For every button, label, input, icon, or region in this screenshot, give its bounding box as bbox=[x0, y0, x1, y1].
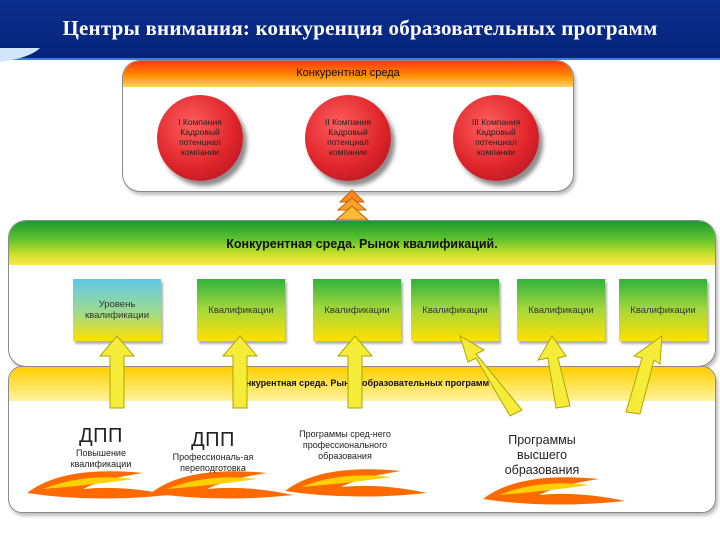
qualifications-market-header: Конкурентная среда. Рынок квалификаций. bbox=[9, 221, 715, 265]
program-1-title: ДПП bbox=[79, 425, 123, 447]
qualification-level-box: Уровень квалификации bbox=[73, 279, 161, 341]
education-programs-market-panel: Конкурентная среда. Рынок образовательны… bbox=[8, 366, 716, 513]
qualifications-market-panel: Конкурентная среда. Рынок квалификаций. … bbox=[8, 220, 716, 367]
program-2-subtitle: Профессиональ-ая переподготовка bbox=[172, 452, 254, 473]
corner-swoosh-decoration bbox=[0, 48, 40, 62]
company-3-label: III Компания Кадровый потенциал компании bbox=[471, 117, 521, 157]
program-3-subtitle: Программы сред-него профессионального об… bbox=[299, 429, 391, 461]
qualification-label-4: Квалификации bbox=[528, 304, 594, 316]
flame-shape-4 bbox=[483, 477, 625, 505]
program-dpp-retraining: ДПП Профессиональ-ая переподготовка bbox=[161, 429, 265, 474]
qualification-label-5: Квалификации bbox=[630, 304, 696, 316]
qualification-level-label: Уровень квалификации bbox=[84, 299, 150, 321]
qualification-box-4: Квалификации bbox=[517, 279, 605, 341]
qualification-box-1: Квалификации bbox=[197, 279, 285, 341]
company-3-circle: III Компания Кадровый потенциал компании bbox=[453, 95, 539, 181]
program-1-subtitle: Повышение квалификации bbox=[70, 448, 132, 469]
qualification-label-2: Квалификации bbox=[324, 304, 390, 316]
qualification-box-3: Квалификации bbox=[411, 279, 499, 341]
education-programs-market-header: Конкурентная среда. Рынок образовательны… bbox=[9, 367, 715, 401]
company-2-circle: II Компания Кадровый потенциал компании bbox=[305, 95, 391, 181]
company-2-label: II Компания Кадровый потенциал компании bbox=[325, 117, 371, 157]
flame-shape-1 bbox=[27, 471, 169, 499]
program-higher-education: Программы высшего образования bbox=[487, 433, 597, 478]
qualification-label-1: Квалификации bbox=[208, 304, 274, 316]
flame-shape-3 bbox=[285, 469, 427, 497]
company-1-label: I Компания Кадровый потенциал компании bbox=[178, 117, 222, 157]
company-1-circle: I Компания Кадровый потенциал компании bbox=[157, 95, 243, 181]
program-4-subtitle: Программы высшего образования bbox=[504, 433, 580, 477]
qualification-box-2: Квалификации bbox=[313, 279, 401, 341]
program-secondary-vocational: Программы сред-него профессионального об… bbox=[295, 429, 395, 462]
program-2-title: ДПП bbox=[191, 429, 235, 451]
competitive-environment-header: Конкурентная среда bbox=[123, 61, 573, 87]
stacked-up-arrow bbox=[334, 189, 370, 221]
flame-shape-2 bbox=[151, 471, 293, 499]
slide-title: Центры внимания: конкуренция образовател… bbox=[62, 16, 658, 40]
competitive-environment-panel: Конкурентная среда I Компания Кадровый п… bbox=[122, 60, 574, 192]
program-dpp-qualification: ДПП Повышение квалификации bbox=[53, 425, 149, 470]
qualification-label-3: Квалификации bbox=[422, 304, 488, 316]
qualification-box-5: Квалификации bbox=[619, 279, 707, 341]
title-bar: Центры внимания: конкуренция образовател… bbox=[0, 0, 720, 60]
